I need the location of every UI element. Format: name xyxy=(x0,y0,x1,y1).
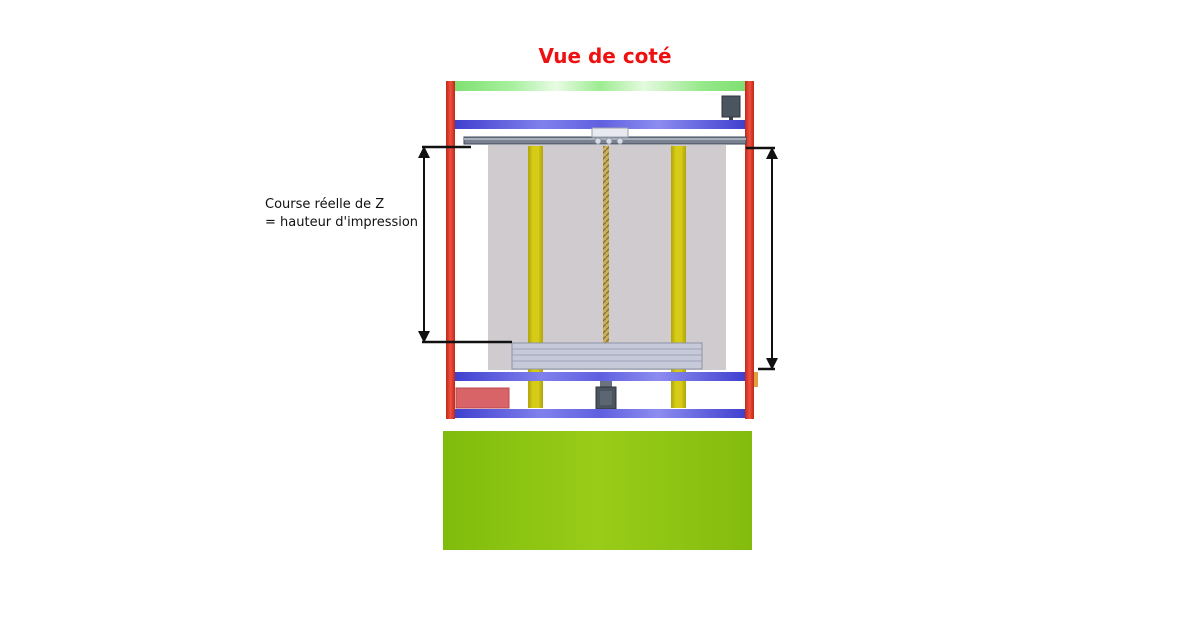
gantry-carriage xyxy=(591,127,629,145)
lower-crossbar xyxy=(455,409,745,418)
guide-rod-right-inner xyxy=(675,146,682,408)
top-frame-bar xyxy=(454,81,746,91)
z-travel-dimension-left xyxy=(418,145,512,344)
psu-box xyxy=(455,387,510,409)
lead-screw xyxy=(603,146,609,343)
annotation-line-2: = hauteur d'impression xyxy=(265,215,419,230)
diagram-title: Vue de coté xyxy=(538,44,672,68)
z-travel-annotation: Course réelle de Z = hauteur d'impressio… xyxy=(265,196,418,232)
top-motor xyxy=(721,95,741,118)
z-motor xyxy=(595,381,617,410)
base-block xyxy=(443,431,752,550)
frame-upright-right xyxy=(745,81,754,419)
build-plate xyxy=(511,342,703,370)
middle-crossbar xyxy=(455,372,745,381)
z-travel-dimension-right xyxy=(746,146,778,371)
upper-crossbar xyxy=(455,120,745,129)
top-motor-shaft xyxy=(729,117,733,121)
annotation-line-1: Course réelle de Z xyxy=(265,197,385,212)
gantry-rail-highlight xyxy=(464,138,746,140)
middle-crossbar-end xyxy=(754,372,758,387)
frame-upright-left xyxy=(446,81,455,419)
guide-rod-left-inner xyxy=(532,146,539,408)
